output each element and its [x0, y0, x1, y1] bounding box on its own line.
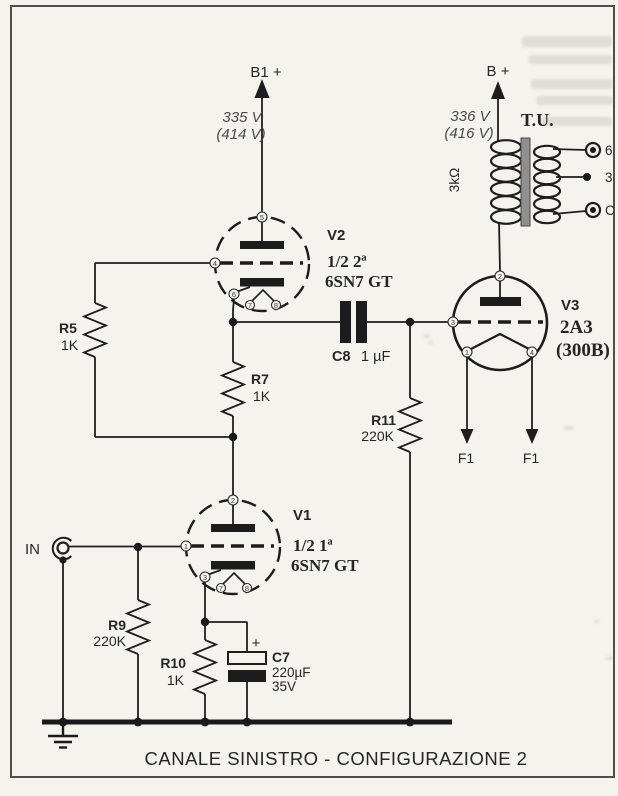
c7-ref-label: C7 [272, 649, 290, 665]
v3-pin-plate: 2 [498, 272, 502, 281]
r11-ref-label: R11 [371, 412, 396, 428]
f1-right-arrow-icon [525, 429, 539, 444]
v2-type-label: 6SN7 GT [325, 272, 393, 291]
filament-leads: F1 F1 [458, 357, 540, 466]
v3-ref-label: V3 [561, 297, 579, 314]
c7-polarity-plus: + [252, 635, 261, 652]
c8-value-label: 1 µF [361, 349, 390, 365]
b-supply: B + 336 V (416 V) [444, 63, 510, 142]
output-transformer: T.U. 3kΩ 6 [447, 110, 615, 272]
v1-pin-heater2: 8 [245, 584, 249, 593]
primary-coil [489, 139, 523, 225]
b1-supply: B1 + 335 V (414 V) [216, 64, 282, 212]
secondary-tap-3: 3 [556, 170, 613, 185]
r11-value-label: 220K [361, 428, 394, 444]
v1-type-label: 6SN7 GT [291, 556, 359, 575]
v3-pin-fil2: 4 [530, 348, 534, 357]
b1-voltage-alt: (414 V) [216, 126, 265, 143]
v3-type-alt-label: (300B) [556, 340, 610, 361]
v2-ref-label: V2 [327, 227, 345, 244]
primary-impedance-label: 3kΩ [447, 168, 462, 192]
c7-value-label: 220µF [272, 665, 311, 680]
v3-type-label: 2A3 [560, 317, 593, 338]
schematic-frame [10, 5, 615, 778]
r7-value-label: 1K [253, 388, 271, 404]
f1-left-arrow-icon [460, 429, 474, 444]
tube-v3: 2 3 1 4 V3 2A3 (300B) [447, 270, 610, 372]
v1-pin-grid: 1 [184, 542, 188, 551]
resistor-r7: R7 1K [251, 371, 271, 404]
c8-ref-label: C8 [332, 349, 351, 365]
secondary-tap-c: C [552, 201, 615, 219]
b1-arrow-icon [254, 79, 270, 98]
capacitor-c7: + C7 220µF 35V [227, 635, 311, 694]
junction-nodes [58, 317, 415, 727]
secondary-tap-6: 6 [552, 141, 613, 159]
v3-pin-fil1: 1 [465, 348, 469, 357]
f1-right-label: F1 [523, 450, 540, 466]
ground-rail [42, 719, 452, 749]
wiring [62, 262, 448, 722]
v1-pin-cathode: 3 [203, 573, 207, 582]
b-voltage: 336 V [450, 108, 491, 125]
tap-3-label: 3 [605, 170, 613, 185]
input-connector: IN [25, 536, 73, 564]
v1-pin-heater1: 7 [219, 584, 223, 593]
v2-half-label: 1/2 2ª [327, 252, 367, 271]
v2-pin-cathode: 6 [232, 290, 236, 299]
v2-pin-heater1: 7 [248, 301, 252, 310]
transformer-core [520, 137, 531, 227]
v3-pin-grid: 3 [451, 318, 455, 327]
v2-pin-heater2: 8 [274, 301, 278, 310]
b-arrow-icon [491, 81, 505, 99]
resistor-r10: R10 1K [160, 655, 186, 688]
tap-6-label: 6 [605, 143, 613, 158]
resistor-r9: R9 220K [93, 617, 126, 649]
b1-voltage: 335 V [222, 109, 263, 126]
r10-ref-label: R10 [160, 655, 186, 671]
b-label: B + [487, 63, 510, 80]
secondary-coil [532, 144, 562, 225]
b1-label: B1 + [250, 64, 282, 81]
r7-ref-label: R7 [251, 371, 269, 387]
v1-pin-plate: 2 [231, 496, 235, 505]
b-voltage-alt: (416 V) [444, 125, 493, 142]
tube-v1: 2 1 3 7 8 V1 1/2 1ª 6SN7 GT [180, 494, 359, 596]
r5-value-label: 1K [61, 337, 79, 353]
resistor-r11: R11 220K [361, 412, 396, 444]
r5-ref-label: R5 [59, 320, 77, 336]
f1-left-label: F1 [458, 450, 475, 466]
tap-c-label: C [605, 203, 615, 218]
v2-pin-plate: 5 [260, 213, 264, 222]
c7-rating-label: 35V [272, 679, 296, 694]
v2-pin-grid: 4 [213, 259, 217, 268]
v1-half-label: 1/2 1ª [293, 536, 333, 555]
capacitor-c8: C8 1 µF [332, 301, 390, 365]
r10-value-label: 1K [167, 672, 185, 688]
v1-ref-label: V1 [293, 507, 311, 524]
input-label: IN [25, 541, 40, 558]
r9-value-label: 220K [93, 633, 126, 649]
resistor-r5: R5 1K [59, 320, 79, 353]
tube-v2: 5 4 6 7 8 V2 1/2 2ª 6SN7 GT [209, 211, 393, 313]
scan-bleed-artifacts [424, 36, 613, 660]
r9-ref-label: R9 [108, 617, 126, 633]
ground-symbol-icon [48, 724, 78, 749]
schematic-caption: CANALE SINISTRO - CONFIGURAZIONE 2 [145, 748, 528, 769]
transformer-label: T.U. [521, 110, 554, 130]
